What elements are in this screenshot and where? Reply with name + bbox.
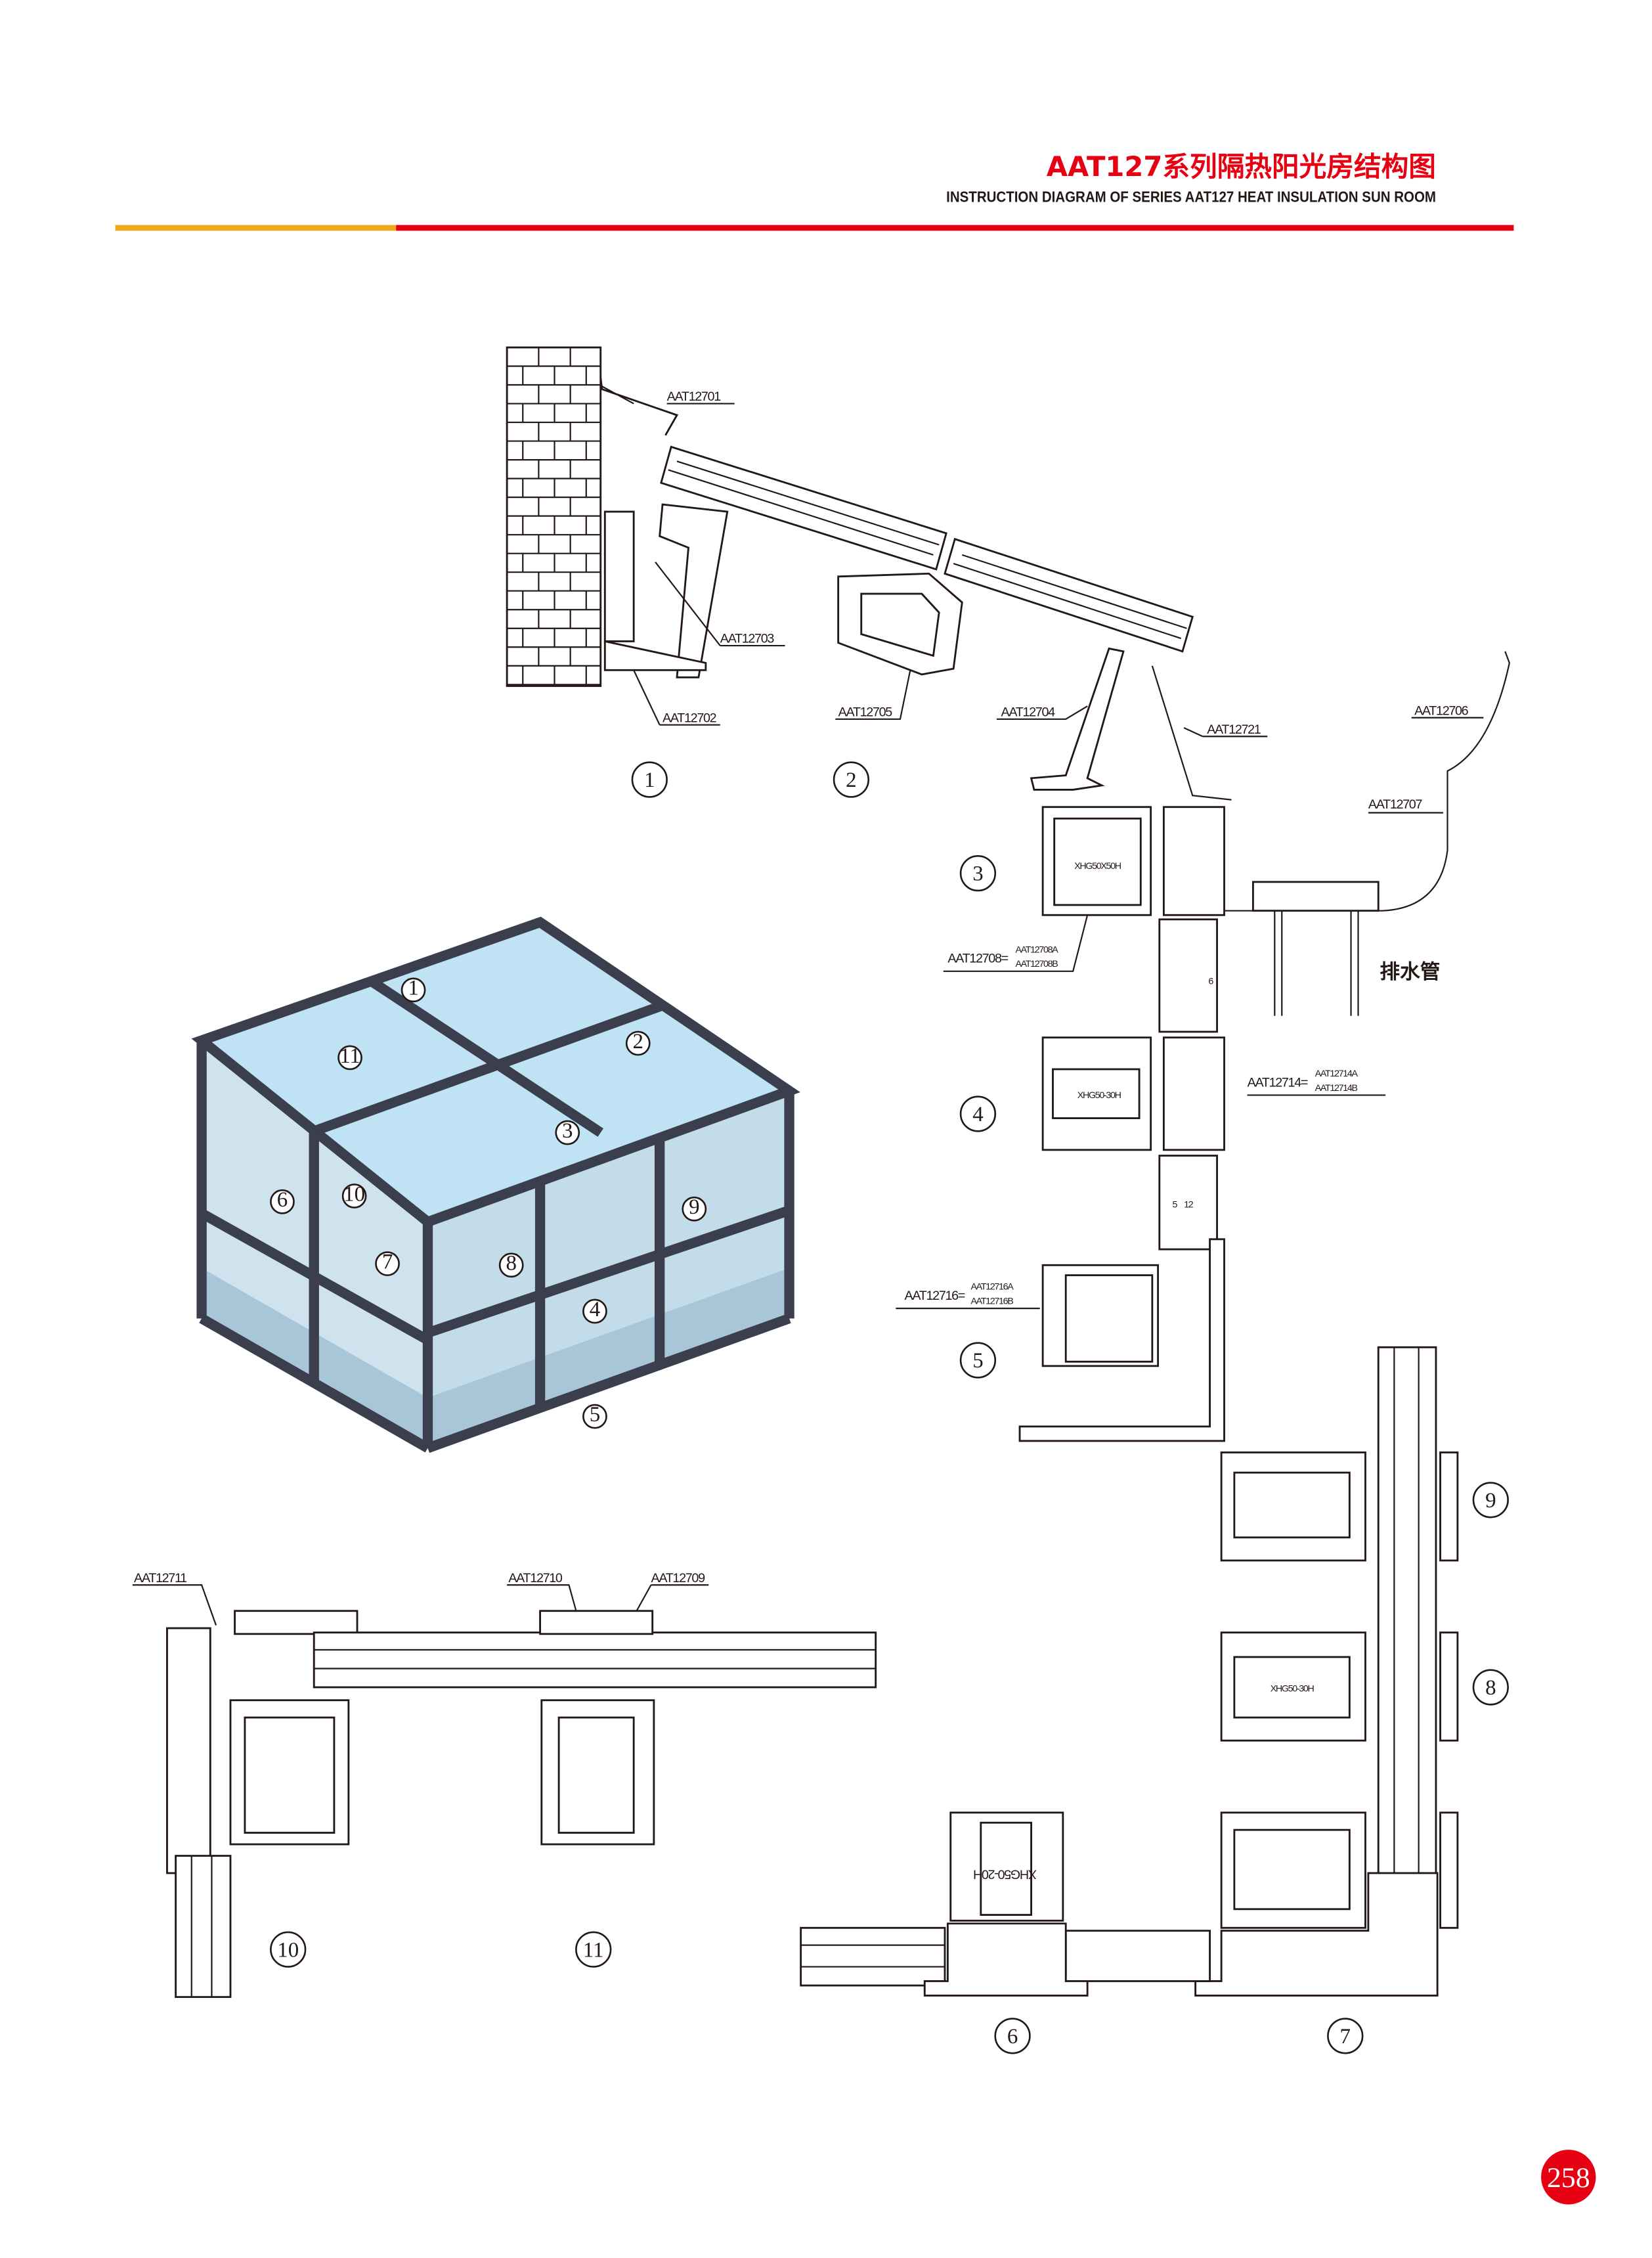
section-marker-5: 5	[582, 1403, 607, 1429]
label-aat12709: AAT12709	[651, 1571, 705, 1585]
label-aat12702: AAT12702	[663, 711, 716, 725]
svg-text:6: 6	[277, 1188, 288, 1212]
label-aat12708a: AAT12708A	[1015, 944, 1058, 955]
tube-label-3: XHG50-30H	[1271, 1684, 1315, 1694]
label-aat12706: AAT12706	[1414, 703, 1469, 718]
section-marker-8: 8	[498, 1252, 524, 1278]
wall-section-profiles	[1018, 806, 1225, 1442]
tube-label-1: XHG50X50H	[1074, 861, 1121, 872]
section-marker-11: 11	[575, 1931, 612, 1968]
label-aat12721: AAT12721	[1207, 722, 1261, 737]
label-aat12714b: AAT12714B	[1315, 1083, 1358, 1094]
svg-text:9: 9	[1485, 1489, 1496, 1513]
title-en: INSTRUCTION DIAGRAM OF SERIES AAT127 HEA…	[946, 188, 1436, 205]
svg-text:1: 1	[408, 977, 418, 1000]
tube-label-4: XHG50-20H	[974, 1867, 1037, 1882]
page-number: 258	[1547, 2162, 1590, 2194]
section-marker-7: 7	[375, 1250, 400, 1276]
section-marker-8: 8	[1472, 1669, 1509, 1706]
part-labels: AAT12701 AAT12703 AAT12702 AAT12705 AAT1…	[132, 386, 1484, 1626]
section-marker-2: 2	[625, 1030, 651, 1056]
label-aat12708: AAT12708=	[947, 952, 1008, 966]
label-aat12710: AAT12710	[508, 1571, 563, 1585]
section-marker-3: 3	[555, 1119, 580, 1145]
title-cn: AAT127系列隔热阳光房结构图	[1047, 150, 1436, 183]
label-aat12708b: AAT12708B	[1015, 959, 1058, 969]
label-aat12701: AAT12701	[667, 389, 722, 404]
label-drain-pipe: 排水管	[1380, 961, 1440, 984]
svg-text:2: 2	[633, 1030, 643, 1053]
glass-dim-5: 5	[1173, 1200, 1178, 1210]
svg-text:5: 5	[972, 1349, 983, 1373]
svg-text:1: 1	[644, 768, 655, 792]
section-marker-2: 2	[833, 761, 870, 798]
section-marker-5: 5	[959, 1342, 997, 1379]
label-aat12705: AAT12705	[838, 705, 893, 720]
section-marker-10: 10	[341, 1182, 367, 1208]
header-bar-red	[396, 225, 1514, 231]
section-marker-9: 9	[1472, 1482, 1509, 1518]
roof-section-profiles	[599, 377, 1510, 1016]
section-marker-1: 1	[631, 761, 668, 798]
section-marker-10: 10	[270, 1931, 307, 1968]
svg-text:9: 9	[689, 1195, 699, 1219]
sunroom-3d-view	[191, 916, 800, 1453]
label-aat12714: AAT12714=	[1248, 1075, 1308, 1090]
label-aat12703: AAT12703	[720, 632, 775, 646]
label-aat12704: AAT12704	[1001, 705, 1056, 720]
label-aat12716b: AAT12716B	[970, 1296, 1013, 1307]
section-marker-11: 11	[337, 1044, 362, 1071]
section-marker-6: 6	[270, 1188, 295, 1214]
svg-text:3: 3	[562, 1119, 573, 1143]
svg-text:7: 7	[1340, 2025, 1351, 2048]
label-aat12707: AAT12707	[1368, 797, 1422, 812]
svg-text:7: 7	[382, 1250, 393, 1273]
svg-text:6: 6	[1007, 2025, 1018, 2048]
base-section-profiles	[800, 1346, 1459, 1997]
section-marker-9: 9	[682, 1195, 707, 1222]
section-marker-3: 3	[959, 855, 997, 892]
label-aat12716: AAT12716=	[905, 1289, 965, 1303]
glass-dim-6: 6	[1208, 977, 1213, 987]
corner-section-profiles	[166, 1610, 877, 1999]
section-marker-7: 7	[1327, 2018, 1364, 2054]
brick-wall	[506, 346, 602, 687]
glass-dim-12: 12	[1184, 1200, 1194, 1210]
section-marker-4: 4	[959, 1096, 997, 1132]
svg-text:11: 11	[339, 1044, 360, 1068]
svg-text:4: 4	[590, 1298, 600, 1321]
svg-text:8: 8	[1485, 1676, 1496, 1700]
section-marker-1: 1	[401, 977, 426, 1003]
label-aat12716a: AAT12716A	[970, 1282, 1014, 1293]
svg-text:4: 4	[972, 1103, 983, 1126]
svg-text:3: 3	[972, 862, 983, 886]
label-aat12711: AAT12711	[134, 1571, 187, 1585]
svg-text:2: 2	[846, 768, 856, 792]
svg-text:10: 10	[277, 1938, 299, 1962]
section-marker-6: 6	[994, 2018, 1031, 2054]
page-number-badge	[1541, 2150, 1596, 2205]
svg-text:11: 11	[583, 1938, 604, 1962]
label-aat12714a: AAT12714A	[1315, 1069, 1359, 1079]
section-marker-4: 4	[582, 1298, 607, 1324]
tube-label-2: XHG50-30H	[1077, 1090, 1121, 1101]
svg-text:8: 8	[506, 1252, 516, 1275]
svg-text:5: 5	[590, 1403, 600, 1427]
header-bar-yellow	[115, 225, 397, 231]
svg-text:10: 10	[343, 1182, 365, 1206]
